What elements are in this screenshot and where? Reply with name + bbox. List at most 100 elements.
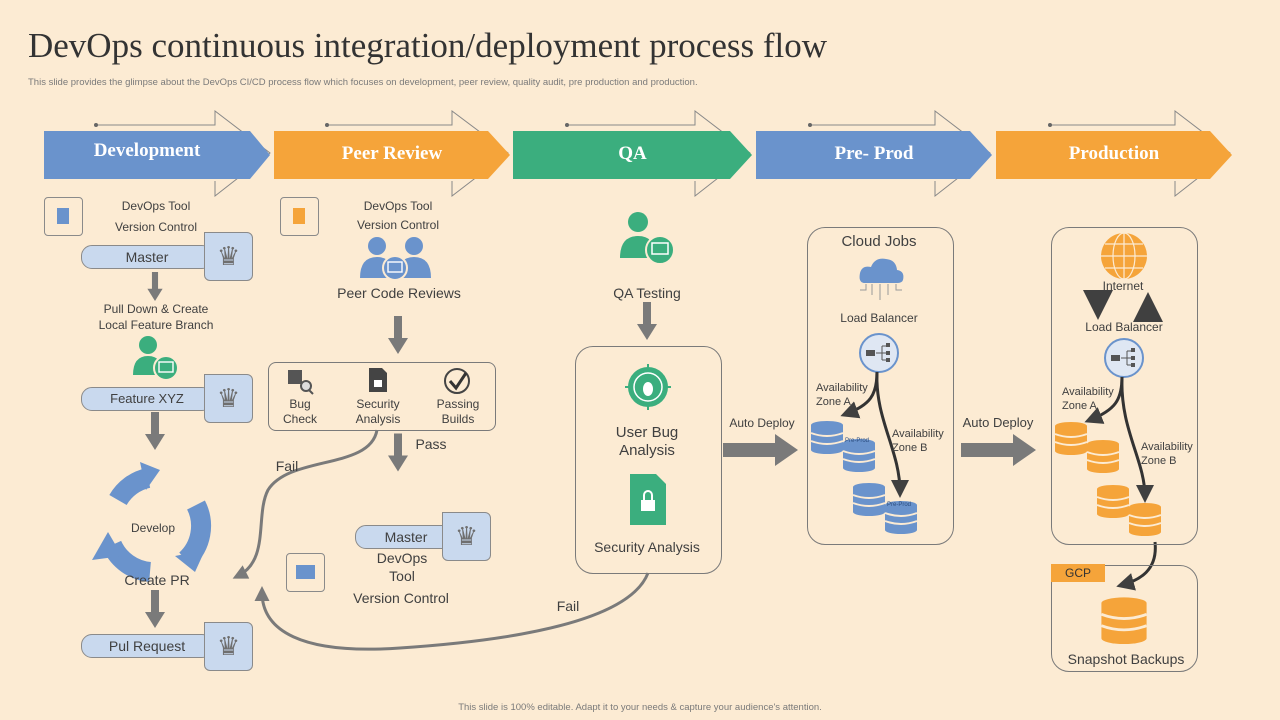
load-balancer-label: Load Balancer <box>1085 320 1163 334</box>
tool-label: Tool <box>389 568 415 584</box>
zone-b-line1: Availability <box>892 428 944 440</box>
fail-connector <box>254 572 650 651</box>
peer-reviewers-icon <box>360 237 431 281</box>
page-title: DevOps continuous integration/deployment… <box>28 26 828 65</box>
stage-peer-review: Peer Review <box>341 143 443 164</box>
master-branch: Master <box>355 525 457 549</box>
peer-code-reviews-label: Peer Code Reviews <box>337 285 461 301</box>
gcp-badge: GCP <box>1051 564 1105 582</box>
qa-analysis-box <box>575 346 722 574</box>
down-arrow-icon <box>637 302 657 340</box>
qa-tester-icon <box>620 212 675 265</box>
bug-check-label: Check <box>282 412 318 426</box>
cloud-jobs-box <box>807 227 954 545</box>
stage-qa: QA <box>618 143 647 164</box>
lock-document-icon <box>369 368 387 392</box>
version-control-label: Version Control <box>353 590 449 606</box>
down-arrow-icon <box>145 590 165 628</box>
internet-label: Internet <box>1102 279 1144 293</box>
gcp-box <box>1051 565 1198 672</box>
devops-label: DevOps <box>376 550 428 566</box>
footer-note: This slide is 100% editable. Adapt it to… <box>458 702 822 713</box>
bug-check-label: Bug <box>289 397 311 411</box>
local-branch-label: Local Feature Branch <box>98 318 214 332</box>
version-control-doc-icon <box>280 197 319 236</box>
down-arrow-icon <box>388 316 408 354</box>
checks-box <box>268 362 496 431</box>
cycle-arrowhead-icon <box>140 462 160 490</box>
down-arrow-icon <box>147 272 163 301</box>
cloud-icon <box>859 258 904 300</box>
security-analysis-label: Security <box>356 397 400 411</box>
fail-label: Fail <box>275 458 299 474</box>
zone-a-line1: Availability <box>1062 386 1114 398</box>
pull-down-label: Pull Down & Create <box>103 302 209 316</box>
down-arrow-icon <box>388 433 408 472</box>
zone-b-arrow <box>875 371 909 498</box>
devops-tool-label: DevOps Tool <box>121 199 191 213</box>
cycle-arrowhead-icon <box>92 532 122 560</box>
stage-banner-qa <box>513 109 752 198</box>
stage-banner-pre-prod <box>756 109 992 198</box>
auto-deploy-label: Auto Deploy <box>962 415 1034 430</box>
crown-icon: ♛ <box>442 512 491 561</box>
zone-a-line1: Availability <box>816 382 868 394</box>
crown-icon: ♛ <box>204 374 253 423</box>
zone-b-line1: Availability <box>1141 441 1193 453</box>
pull-request: Pul Request <box>81 634 213 658</box>
analysis-label: Analysis <box>619 442 675 459</box>
load-balancer-icon <box>859 333 899 373</box>
secure-document-icon <box>630 474 666 525</box>
create-pr-label: Create PR <box>124 572 190 588</box>
bug-check-icon <box>288 370 314 395</box>
develop-label: Develop <box>130 521 176 535</box>
devops-tool-label: DevOps Tool <box>363 199 433 213</box>
settings-sliders-icon <box>286 553 325 592</box>
zone-a-line2: Zone A <box>816 396 851 408</box>
pass-label: Pass <box>415 436 447 452</box>
version-control-label: Version Control <box>114 220 198 234</box>
fail-connector <box>232 429 379 579</box>
backup-arrow <box>1116 541 1157 591</box>
zone-b-line2: Zone B <box>1141 455 1177 467</box>
zone-b-arrow <box>1120 376 1154 503</box>
user-bug-label: User Bug <box>615 424 679 441</box>
zone-a-line2: Zone A <box>1062 400 1097 412</box>
crown-icon: ♛ <box>204 622 253 671</box>
feature-branch: Feature XYZ <box>81 387 213 411</box>
snapshot-backups-label: Snapshot Backups <box>1067 651 1185 667</box>
cloud-jobs-label: Cloud Jobs <box>841 233 917 250</box>
master-branch: Master <box>81 245 213 269</box>
down-arrow-icon <box>145 412 165 450</box>
auto-deploy-arrow-icon <box>723 434 798 466</box>
stage-development: Development <box>93 140 201 161</box>
pre-prod-db-label: Pre-Prod <box>887 502 912 508</box>
zone-b-line2: Zone B <box>892 442 928 454</box>
production-box <box>1051 227 1198 545</box>
passing-builds-label: Passing <box>436 397 480 411</box>
page-subtitle: This slide provides the glimpse about th… <box>28 77 698 88</box>
stage-pre-prod: Pre- Prod <box>834 143 914 164</box>
pre-prod-db-label: Pre-Prod <box>845 438 870 444</box>
check-circle-icon <box>444 368 470 394</box>
auto-deploy-arrow-icon <box>961 434 1036 466</box>
cycle-arrowhead-icon <box>175 550 205 572</box>
version-control-label: Version Control <box>356 218 440 232</box>
stage-banner-development <box>44 109 271 198</box>
stage-banner-production <box>996 109 1232 198</box>
stage-banner-peer-review <box>274 110 510 198</box>
auto-deploy-label: Auto Deploy <box>729 416 795 430</box>
bug-target-icon <box>625 364 671 410</box>
security-analysis-label: Analysis <box>355 412 401 426</box>
developer-icon <box>133 336 179 381</box>
passing-builds-label: Builds <box>441 412 475 426</box>
load-balancer-label: Load Balancer <box>840 311 918 325</box>
load-balancer-icon <box>1104 338 1144 378</box>
crown-icon: ♛ <box>204 232 253 281</box>
stage-production: Production <box>1068 143 1160 164</box>
